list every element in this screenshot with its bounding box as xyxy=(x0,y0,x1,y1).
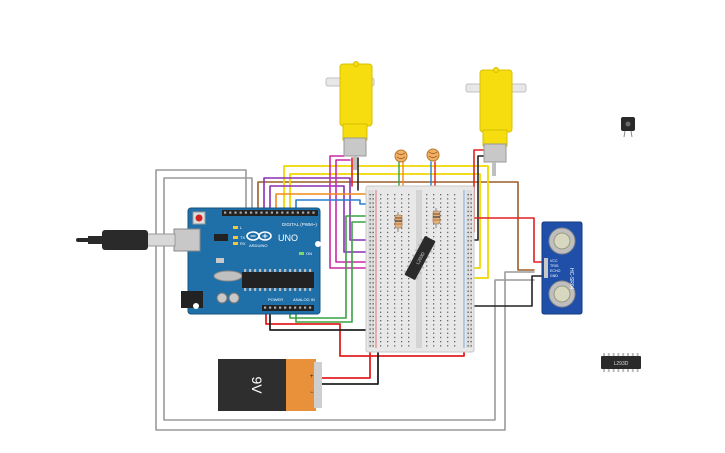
usb-cable[interactable] xyxy=(76,230,176,250)
atmega-chip xyxy=(242,272,314,288)
resistor-2[interactable] xyxy=(432,208,441,228)
dc-motor-left[interactable] xyxy=(325,61,375,171)
wire-battery-black[interactable] xyxy=(321,343,379,385)
battery-minus: − xyxy=(310,390,314,396)
led-tx-label: TX xyxy=(240,235,245,240)
wire-brown[interactable] xyxy=(257,181,535,271)
motor-driver-ic[interactable]: L293D xyxy=(601,353,641,372)
atmega-pins xyxy=(244,269,312,291)
usb-port[interactable] xyxy=(173,228,201,252)
led-l-label: L xyxy=(240,225,243,230)
wire-gray-inner[interactable] xyxy=(163,177,535,421)
battery-plus: + xyxy=(310,374,314,380)
ultrasonic-pin-label: ECHO xyxy=(550,269,561,273)
wire-us-black[interactable] xyxy=(469,275,547,307)
wire-us-red[interactable] xyxy=(463,217,547,263)
wire-purple-b[interactable] xyxy=(269,185,401,253)
led-on-label: ON xyxy=(306,251,312,256)
arduino-uno[interactable]: DIGITAL (PWM~) ARDUINO UNO L TX RX ON xyxy=(173,207,321,315)
battery-label: 9V xyxy=(249,376,265,394)
arduino-brand: UNO xyxy=(278,233,298,243)
dc-motor-right[interactable] xyxy=(465,67,527,177)
digital-header-pins xyxy=(224,211,315,214)
arduino-logo-text: ARDUINO xyxy=(249,243,267,248)
breadboard-holes xyxy=(369,194,472,347)
ultrasonic-model: HC-SR04 xyxy=(568,268,574,290)
transistor-component[interactable] xyxy=(621,117,635,138)
wire-battery-red[interactable] xyxy=(321,343,371,379)
ultrasonic-pin-label: GND xyxy=(550,274,558,278)
resistor-1[interactable] xyxy=(394,212,403,232)
led-rx-label: RX xyxy=(240,241,246,246)
wire-gray-outer[interactable] xyxy=(155,169,535,431)
ultrasonic-pin-label: VCC xyxy=(550,259,558,263)
ldr-2[interactable] xyxy=(426,148,440,162)
motor-driver-ic-pins xyxy=(603,353,639,372)
motor-driver-ic-label: L293D xyxy=(614,361,629,367)
chip-on-board-label: L293D xyxy=(415,251,426,266)
arduino-logo xyxy=(246,231,272,241)
battery-9v[interactable]: 9V + − xyxy=(218,359,322,411)
analog-header-label: ANALOG IN xyxy=(293,297,315,302)
power-jack[interactable] xyxy=(181,291,203,308)
power-header-label: POWER xyxy=(268,297,283,302)
digital-header-label: DIGITAL (PWM~) xyxy=(282,222,317,227)
wire-green-a[interactable] xyxy=(289,215,403,319)
ldr-1[interactable] xyxy=(394,149,408,163)
wire-red-power[interactable] xyxy=(265,311,465,357)
motor-driver-chip-on-breadboard[interactable]: L293D xyxy=(403,235,438,281)
ultrasonic-pin-label: TRIG xyxy=(550,264,559,268)
wire-yellow-a[interactable] xyxy=(283,165,489,279)
bottom-header-pins xyxy=(264,306,312,309)
